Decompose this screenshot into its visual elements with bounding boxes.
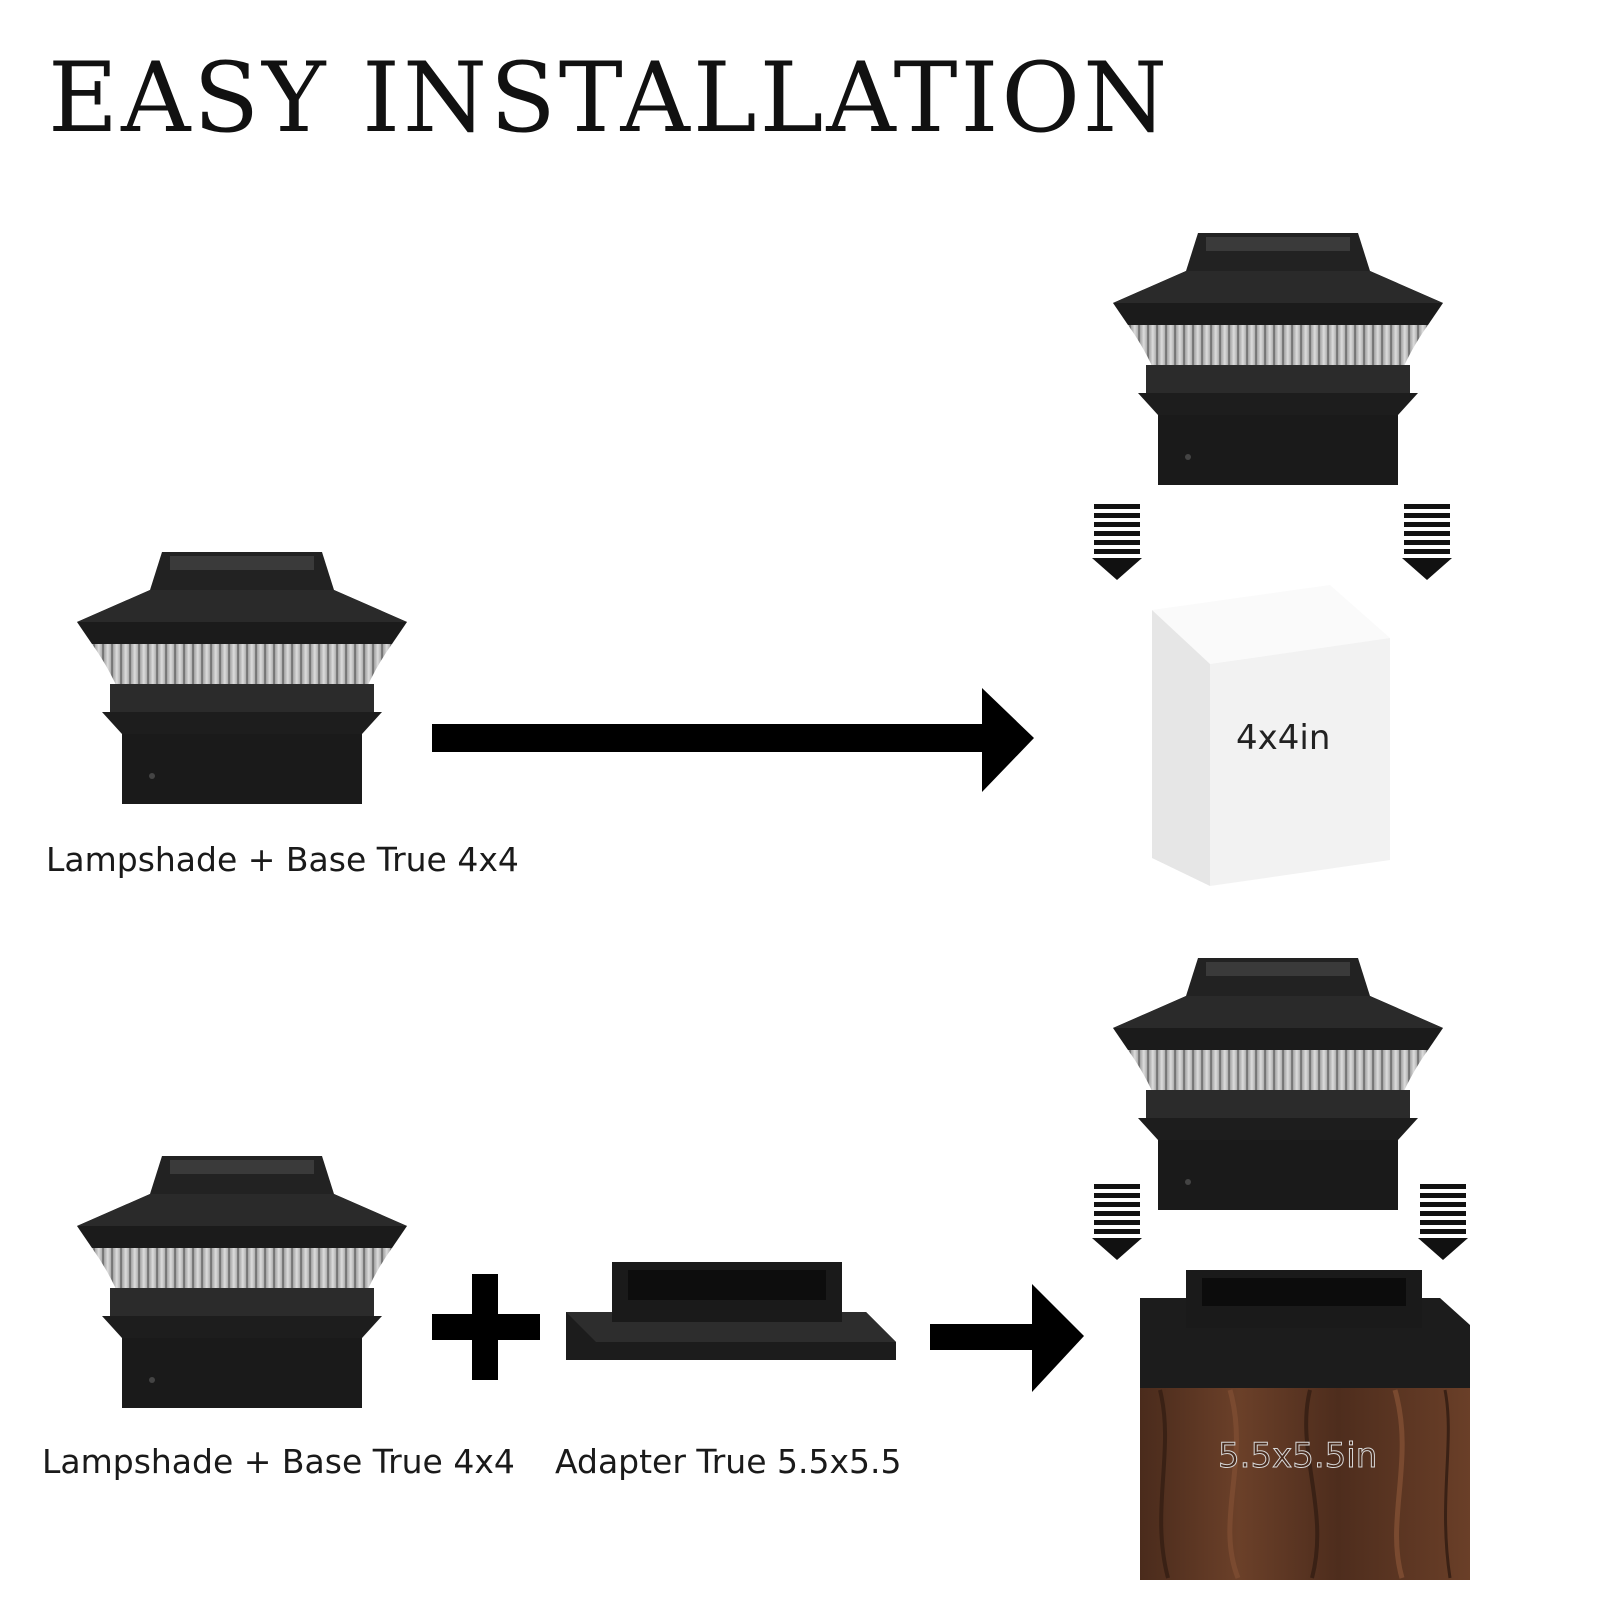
page-title: EASY INSTALLATION — [48, 42, 1171, 154]
lamp-icon — [77, 552, 407, 804]
arrow-right-icon — [432, 688, 1034, 792]
lamp-icon — [1113, 958, 1443, 1210]
white-post — [1152, 585, 1390, 886]
lamp-icon — [1113, 233, 1443, 485]
post-size-label-5x5: 5.5x5.5in — [1217, 1436, 1378, 1477]
down-arrow-icon — [1092, 504, 1142, 580]
post-size-label-4x4: 4x4in — [1236, 718, 1331, 758]
lamp-icon — [77, 1156, 407, 1408]
down-arrow-icon — [1418, 1184, 1468, 1260]
adapter-icon — [566, 1262, 896, 1360]
lamp-caption-row2: Lampshade + Base True 4x4 — [42, 1442, 515, 1481]
arrow-right-icon — [930, 1284, 1084, 1392]
plus-icon — [432, 1274, 540, 1380]
down-arrow-icon — [1092, 1184, 1142, 1260]
down-arrow-icon — [1402, 504, 1452, 580]
adapter-caption: Adapter True 5.5x5.5 — [555, 1442, 902, 1481]
wood-post — [1140, 1270, 1470, 1580]
lamp-caption-row1: Lampshade + Base True 4x4 — [46, 840, 519, 879]
